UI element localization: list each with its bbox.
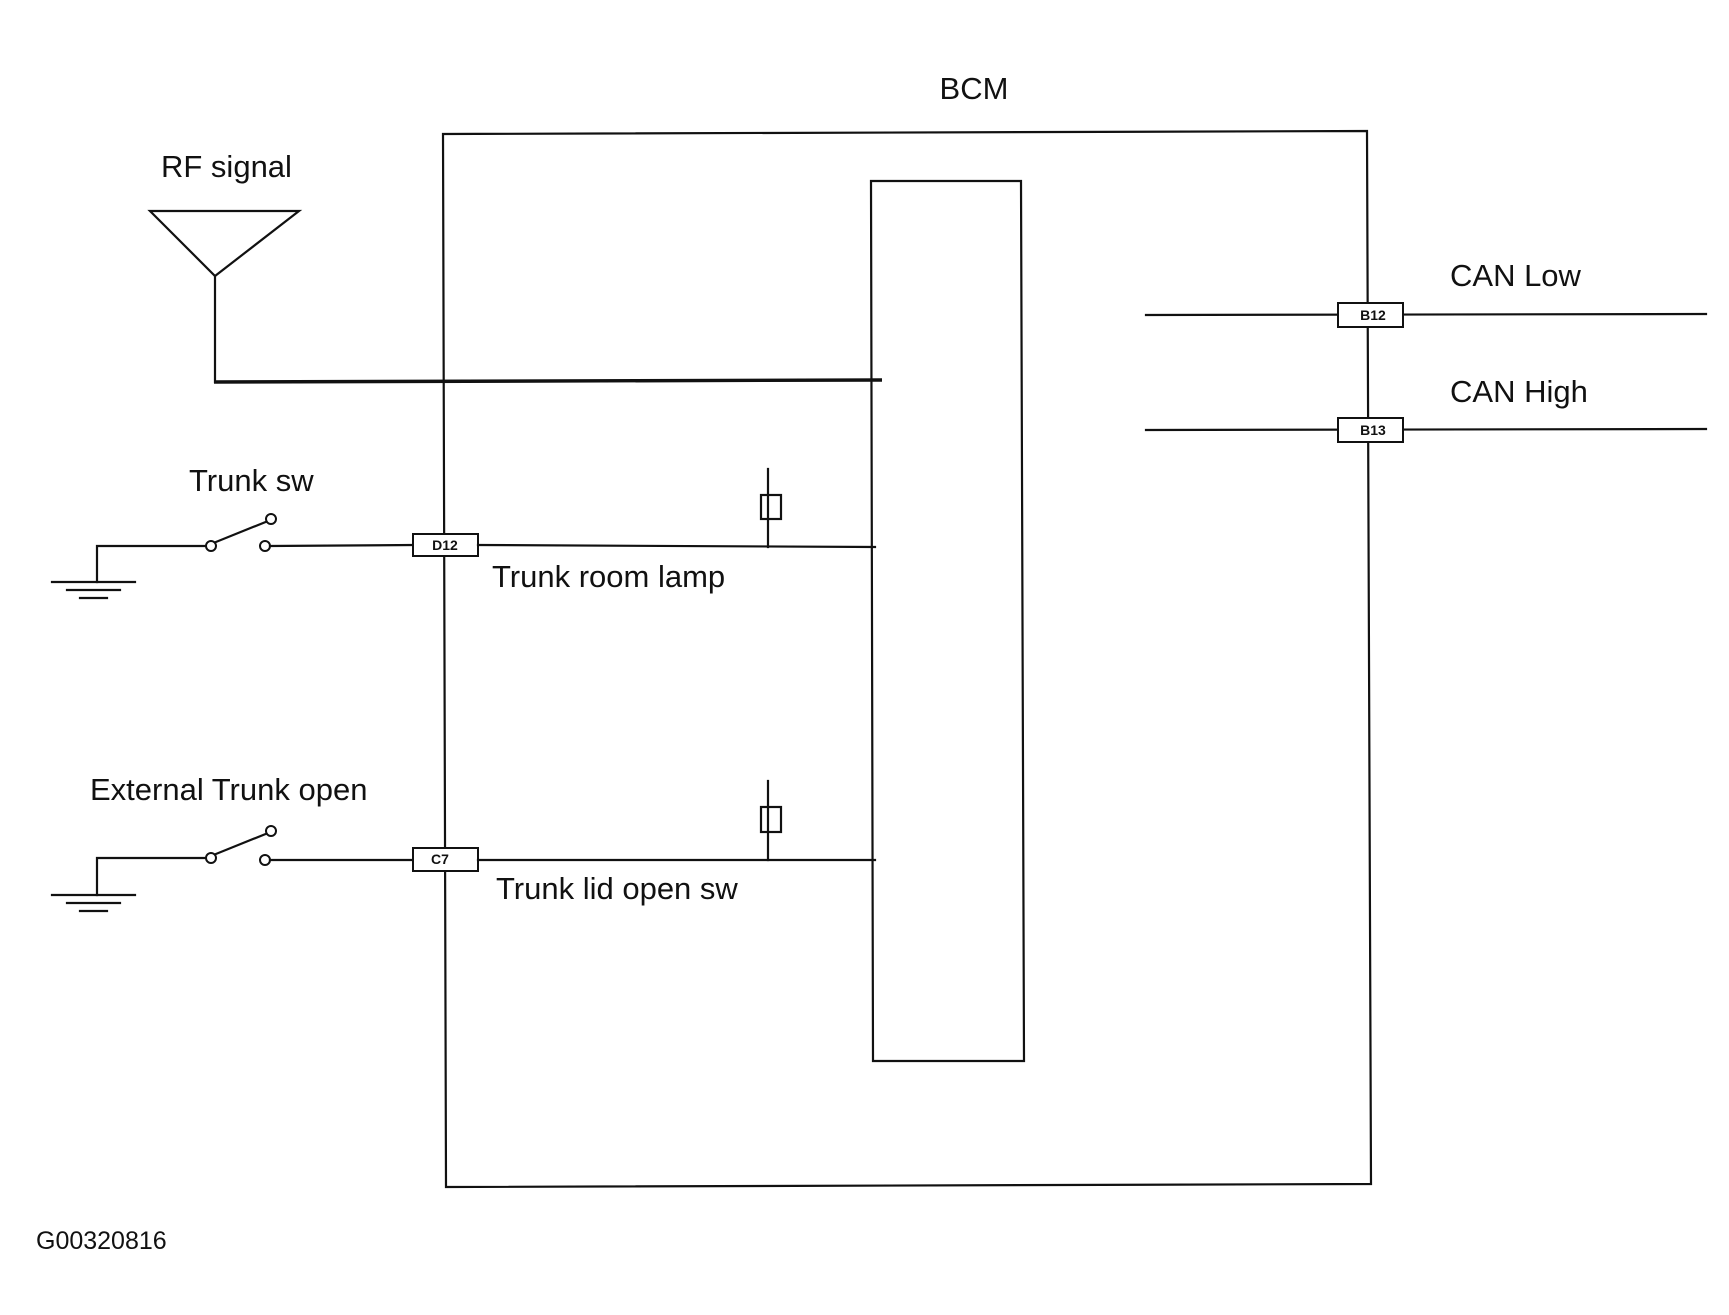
trunk-sw-wire — [268, 543, 415, 548]
bcm-title: BCM — [940, 71, 1009, 106]
can-low-wire — [1144, 312, 1708, 317]
trunk-sw-label: Trunk sw — [189, 463, 314, 498]
connector-b12: B12 — [1337, 302, 1404, 328]
svg-text:D12: D12 — [432, 537, 458, 553]
rf-signal-wire — [213, 378, 883, 384]
connector-d12: D12 — [412, 533, 479, 557]
ground-icon — [50, 580, 137, 600]
antenna-icon — [147, 209, 303, 384]
external-trunk-ground-wire — [95, 856, 209, 897]
external-trunk-open-label: External Trunk open — [90, 772, 367, 807]
bcm-module-box — [441, 129, 1373, 1189]
lid-switch-symbol-icon — [759, 779, 783, 862]
rf-signal-label: RF signal — [161, 149, 292, 184]
connector-b13: B13 — [1337, 417, 1404, 443]
trunk-sw-switch-icon — [205, 513, 277, 552]
connector-c7: C7 — [412, 847, 479, 872]
lamp-symbol-icon — [759, 467, 783, 549]
trunk-room-lamp-wire — [476, 543, 877, 549]
trunk-sw-ground-wire — [95, 544, 209, 584]
can-high-label: CAN High — [1450, 374, 1588, 409]
bcm-inner-block — [869, 179, 1026, 1063]
can-high-wire — [1144, 427, 1708, 432]
trunk-lid-open-sw-label: Trunk lid open sw — [496, 871, 738, 906]
figure-id: G00320816 — [36, 1227, 167, 1255]
svg-text:B13: B13 — [1360, 422, 1386, 438]
can-low-label: CAN Low — [1450, 258, 1582, 293]
svg-text:B12: B12 — [1360, 307, 1386, 323]
trunk-room-lamp-label: Trunk room lamp — [492, 559, 725, 594]
svg-text:C7: C7 — [431, 851, 449, 867]
ground-icon — [50, 893, 137, 913]
external-trunk-switch-icon — [205, 825, 277, 866]
